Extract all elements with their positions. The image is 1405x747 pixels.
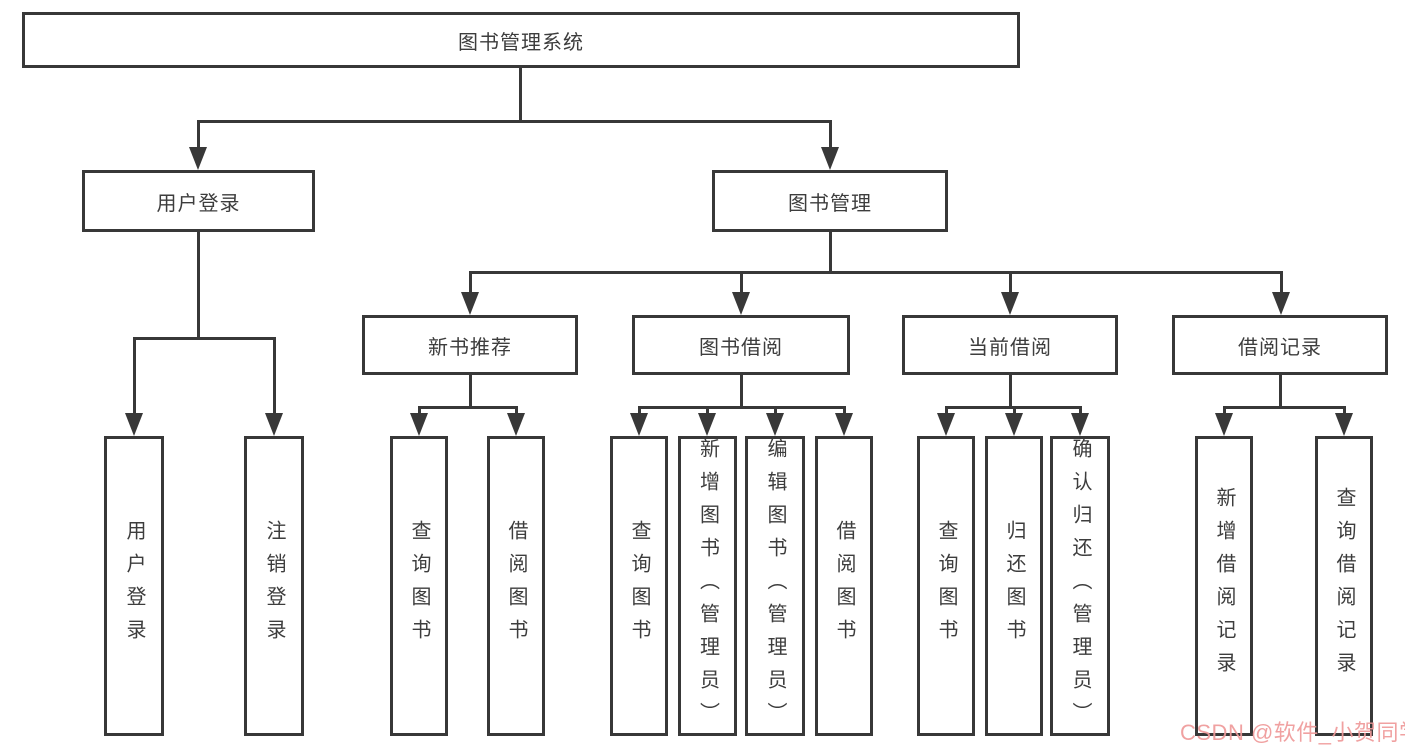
connector-vline (1009, 271, 1012, 295)
arrowhead-down-icon (410, 413, 428, 436)
connector-vline (133, 337, 136, 415)
node-book-management: 图书管理 (712, 170, 948, 232)
connector-vline (519, 68, 522, 122)
leaf-recommend-borrow-books: 借阅图书 (487, 436, 545, 736)
leaf-user-login: 用户登录 (104, 436, 164, 736)
connector-vline (1009, 375, 1012, 408)
connector-vline (1343, 406, 1346, 416)
connector-vline (418, 406, 421, 416)
leaf-return-books-label: 归还图书 (1003, 520, 1025, 652)
connector-vline (1079, 406, 1082, 416)
connector-vline (706, 406, 709, 416)
connector-vline (843, 406, 846, 416)
node-new-book-recommend-label: 新书推荐 (428, 336, 512, 359)
arrowhead-down-icon (937, 413, 955, 436)
arrowhead-down-icon (265, 413, 283, 436)
leaf-query-borrow-record-label: 查询借阅记录 (1333, 487, 1355, 685)
connector-hline (133, 337, 276, 340)
connector-vline (469, 375, 472, 408)
node-root: 图书管理系统 (22, 12, 1020, 68)
leaf-add-borrow-record-label: 新增借阅记录 (1213, 487, 1235, 685)
connector-hline (469, 271, 1283, 274)
connector-vline (1223, 406, 1226, 416)
arrowhead-down-icon (630, 413, 648, 436)
connector-hline (418, 406, 518, 409)
leaf-confirm-return-admin: 确认归还（管理员） (1050, 436, 1110, 736)
arrowhead-down-icon (1001, 292, 1019, 315)
leaf-user-login-label: 用户登录 (123, 520, 145, 652)
arrowhead-down-icon (766, 413, 784, 436)
leaf-recommend-query-books-label: 查询图书 (408, 520, 430, 652)
connector-vline (197, 120, 200, 150)
node-user-login-label: 用户登录 (156, 192, 241, 215)
arrowhead-down-icon (125, 413, 143, 436)
node-current-borrow-label: 当前借阅 (968, 336, 1052, 359)
connector-vline (515, 406, 518, 416)
connector-hline (638, 406, 846, 409)
leaf-edit-books-admin-label: 编辑图书（管理员） (764, 437, 786, 735)
leaf-confirm-return-admin-label: 确认归还（管理员） (1069, 437, 1091, 735)
leaf-add-books-admin-label: 新增图书（管理员） (696, 437, 719, 735)
arrowhead-down-icon (1071, 413, 1089, 436)
arrowhead-down-icon (189, 147, 207, 170)
arrowhead-down-icon (698, 413, 716, 436)
leaf-add-borrow-record: 新增借阅记录 (1195, 436, 1253, 736)
arrowhead-down-icon (1005, 413, 1023, 436)
leaf-logout: 注销登录 (244, 436, 304, 736)
node-book-management-label: 图书管理 (788, 192, 872, 215)
arrowhead-down-icon (1272, 292, 1290, 315)
connector-vline (829, 120, 832, 150)
connector-hline (197, 120, 832, 123)
connector-vline (197, 232, 200, 340)
arrowhead-down-icon (732, 292, 750, 315)
leaf-recommend-borrow-books-label: 借阅图书 (505, 520, 527, 652)
connector-vline (273, 337, 276, 415)
connector-vline (1280, 271, 1283, 295)
arrowhead-down-icon (821, 147, 839, 170)
leaf-borrow-books: 借阅图书 (815, 436, 873, 736)
connector-vline (774, 406, 777, 416)
node-book-borrow-label: 图书借阅 (699, 336, 783, 359)
connector-vline (829, 232, 832, 274)
arrowhead-down-icon (835, 413, 853, 436)
connector-vline (1013, 406, 1016, 416)
arrowhead-down-icon (461, 292, 479, 315)
connector-vline (469, 271, 472, 295)
leaf-borrow-books-label: 借阅图书 (833, 520, 855, 652)
leaf-current-query-books: 查询图书 (917, 436, 975, 736)
node-new-book-recommend: 新书推荐 (362, 315, 578, 375)
connector-vline (740, 375, 743, 408)
node-borrow-records-label: 借阅记录 (1238, 336, 1322, 359)
leaf-borrow-query-books: 查询图书 (610, 436, 668, 736)
node-book-borrow: 图书借阅 (632, 315, 850, 375)
arrowhead-down-icon (507, 413, 525, 436)
arrowhead-down-icon (1335, 413, 1353, 436)
connector-vline (638, 406, 641, 416)
leaf-current-query-books-label: 查询图书 (935, 520, 957, 652)
connector-vline (1279, 375, 1282, 408)
leaf-edit-books-admin: 编辑图书（管理员） (745, 436, 805, 736)
leaf-recommend-query-books: 查询图书 (390, 436, 448, 736)
connector-vline (945, 406, 948, 416)
csdn-watermark: CSDN @软件_小贺同学 (1180, 720, 1405, 745)
node-borrow-records: 借阅记录 (1172, 315, 1388, 375)
node-user-login: 用户登录 (82, 170, 315, 232)
leaf-return-books: 归还图书 (985, 436, 1043, 736)
leaf-query-borrow-record: 查询借阅记录 (1315, 436, 1373, 736)
connector-hline (1223, 406, 1346, 409)
leaf-logout-label: 注销登录 (263, 520, 285, 652)
node-root-label: 图书管理系统 (458, 31, 584, 54)
arrowhead-down-icon (1215, 413, 1233, 436)
leaf-borrow-query-books-label: 查询图书 (628, 520, 650, 652)
connector-vline (740, 271, 743, 295)
leaf-add-books-admin: 新增图书（管理员） (678, 436, 737, 736)
node-current-borrow: 当前借阅 (902, 315, 1118, 375)
